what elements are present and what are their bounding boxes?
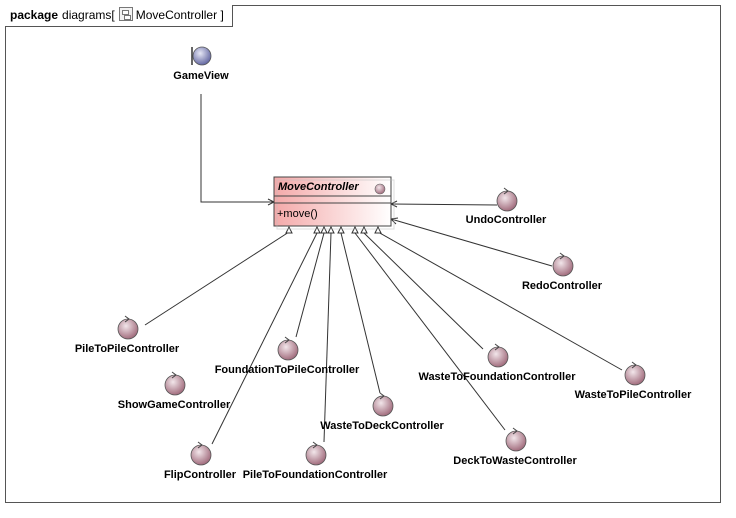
- control-stereotype-icon: [374, 183, 386, 195]
- control-node-flip[interactable]: FlipController: [164, 441, 237, 481]
- boundary-circle-icon: [192, 46, 212, 66]
- gameview-label: GameView: [173, 70, 229, 82]
- class-operation: +move(): [277, 208, 318, 220]
- edge-gen-flip: [211, 232, 318, 445]
- control-arrow-icon: [312, 441, 318, 449]
- frame-close-bracket: ]: [220, 8, 224, 22]
- gen-arrow-piletopile: [285, 225, 293, 234]
- control-icon: [305, 444, 327, 466]
- edge-redo-movecontroller: [390, 218, 553, 267]
- control-label-wastetofoundation: WasteToFoundationController: [418, 371, 576, 383]
- edge-undo-movecontroller: [390, 203, 498, 206]
- gen-arrow-foundationtopile: [320, 225, 328, 234]
- frame-path: diagrams: [62, 8, 112, 22]
- control-icon: [190, 444, 212, 466]
- control-label-decktowaste: DeckToWasteController: [453, 455, 577, 467]
- control-node-decktowaste[interactable]: DeckToWasteController: [453, 427, 577, 467]
- control-node-redo[interactable]: RedoController: [522, 252, 603, 292]
- control-icon: [624, 364, 646, 386]
- control-arrow-icon: [512, 427, 518, 435]
- edge-gen-piletofoundation: [323, 232, 332, 443]
- control-node-undo[interactable]: UndoController: [466, 187, 547, 226]
- edge-gen-wastetofoundation: [363, 232, 484, 350]
- control-node-showgame[interactable]: ShowGameController: [118, 371, 231, 411]
- control-node-piletopile[interactable]: PileToPileController: [75, 315, 180, 355]
- gen-arrow-flip: [313, 225, 321, 234]
- control-node-foundationtopile[interactable]: FoundationToPileController: [215, 336, 360, 376]
- control-node-piletofoundation[interactable]: PileToFoundationController: [243, 441, 388, 481]
- frame-open-bracket: [: [111, 8, 115, 22]
- class-movecontroller[interactable]: MoveController +move(): [273, 176, 395, 230]
- class-shadow: [276, 179, 395, 230]
- control-arrow-icon: [559, 252, 565, 260]
- control-label-foundationtopile: FoundationToPileController: [215, 364, 360, 376]
- gen-arrow-wastetopile: [374, 225, 382, 234]
- control-arrow-icon: [494, 343, 500, 351]
- edge-gen-wastetopile: [377, 231, 623, 371]
- edge-gen-decktowaste: [354, 232, 506, 431]
- edge-gen-foundationtopile: [295, 232, 325, 338]
- control-icon: [505, 430, 527, 452]
- control-arrow-icon: [631, 361, 637, 369]
- control-label-showgame: ShowGameController: [118, 399, 231, 411]
- control-icon: [277, 339, 299, 361]
- gen-arrow-decktowaste: [351, 225, 359, 234]
- frame-keyword: package: [10, 8, 59, 22]
- diagram-frame: [5, 5, 721, 503]
- control-icon: [496, 190, 518, 212]
- control-icon: [164, 374, 186, 396]
- control-node-wastetofoundation[interactable]: WasteToFoundationController: [418, 343, 576, 383]
- control-arrow-icon: [197, 441, 203, 449]
- edge-gameview-movecontroller: [200, 94, 274, 203]
- control-arrow-icon: [124, 315, 130, 323]
- control-label-piletofoundation: PileToFoundationController: [243, 469, 388, 481]
- class-box: [273, 176, 392, 227]
- control-node-wastetopile[interactable]: WasteToPileController: [575, 361, 692, 401]
- control-icon: [552, 255, 574, 277]
- edge-gen-piletopile: [144, 231, 290, 326]
- class-name: MoveController: [278, 181, 359, 193]
- control-label-flip: FlipController: [164, 469, 237, 481]
- boundary-node-gameview[interactable]: GameView: [173, 46, 229, 82]
- control-arrow-icon: [284, 336, 290, 344]
- control-label-undo: UndoController: [466, 214, 547, 226]
- control-label-redo: RedoController: [522, 280, 603, 292]
- control-icon: [372, 395, 394, 417]
- control-label-wastetodeck: WasteToDeckController: [320, 420, 444, 432]
- control-nodes: UndoControllerRedoControllerPileToPileCo…: [75, 187, 692, 481]
- gen-arrow-wastetofoundation: [360, 225, 368, 234]
- class-diagram-icon: [118, 7, 133, 21]
- control-arrow-icon: [503, 187, 509, 195]
- gen-arrow-wastetodeck: [337, 225, 345, 234]
- control-icon: [117, 318, 139, 340]
- control-icon: [487, 346, 509, 368]
- control-label-piletopile: PileToPileController: [75, 343, 180, 355]
- frame-diagram-name: MoveController: [135, 8, 218, 22]
- control-node-wastetodeck[interactable]: WasteToDeckController: [320, 392, 444, 432]
- control-arrow-icon: [379, 392, 385, 400]
- control-arrow-icon: [171, 371, 177, 379]
- gen-arrow-piletofoundation: [327, 225, 335, 234]
- edge-gen-wastetodeck: [340, 232, 381, 394]
- control-label-wastetopile: WasteToPileController: [575, 389, 692, 401]
